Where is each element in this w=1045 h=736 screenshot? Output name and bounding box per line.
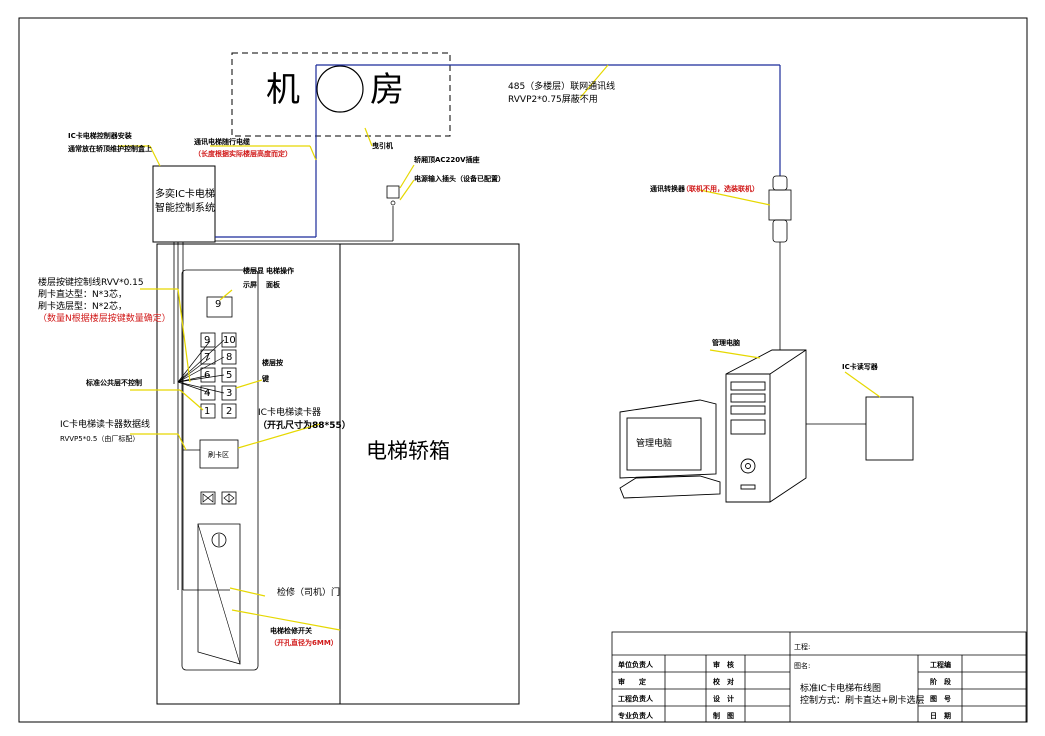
tb-mid-row-1: 审 核: [713, 661, 734, 669]
controller-line1: 多奕IC卡电梯: [155, 189, 215, 200]
shaft-left: [156, 243, 341, 705]
tb-right-row-3: 图 号: [930, 695, 951, 703]
service-switch-icon: [211, 532, 227, 548]
pc-tower-icon: [725, 349, 807, 503]
machine-room-left: 机: [266, 70, 300, 110]
ann-floor-display-1: 楼层显: [243, 267, 264, 275]
ann-service-switch-1: 电梯检修开关: [270, 627, 312, 635]
button-8: 8: [226, 352, 233, 363]
power-wire: [215, 206, 394, 242]
floor-display-box: [206, 296, 233, 318]
ann-mgmt-pc: 管理电脑: [712, 339, 740, 347]
machine-room-box: [231, 52, 451, 137]
ann-rs485-1: 485（多楼层）联网通讯线: [508, 82, 616, 92]
card-writer-box: [865, 396, 914, 461]
button-4: 4: [204, 388, 211, 399]
door-close-button: [200, 491, 216, 505]
operation-panel: [181, 269, 259, 671]
ann-floor-key-1: 楼层按键控制线RVV*0.15: [38, 278, 144, 288]
page-frame: [18, 17, 1028, 723]
elevator-car-label: 电梯轿箱: [366, 439, 450, 463]
ann-service-door: 检修（司机）门: [277, 588, 341, 598]
ann-power-2: 电源输入插头（设备已配置）: [414, 175, 505, 183]
ann-traction: 曳引机: [372, 142, 393, 150]
controller-line2: 智能控制系统: [155, 203, 215, 214]
pc-screen-label: 管理电脑: [636, 439, 673, 449]
ann-operation-panel-2: 面板: [266, 281, 280, 289]
power-socket-icon: [386, 185, 400, 199]
ann-reader-cable-2: RVVP5*0.5（由厂标配）: [60, 435, 140, 443]
button-6: 6: [204, 370, 211, 381]
ann-floor-key-4: （数量N根据楼层按键数量确定）: [38, 314, 171, 324]
tb-left-row-2: 审 定: [618, 678, 646, 686]
ann-floor-key-2: 刷卡直达型：N*3芯，: [38, 290, 127, 300]
tb-project: 工程:: [794, 643, 811, 651]
ann-standard-public: 标准公共层不控制: [86, 379, 142, 387]
ann-controller-install-1: IC卡电梯控制器安装: [68, 132, 132, 140]
ann-power-1: 轿厢顶AC220V插座: [414, 156, 480, 164]
ann-card-writer: IC卡读写器: [842, 363, 878, 371]
button-3: 3: [226, 388, 233, 399]
ann-reader-2: （开孔尺寸为88*55）: [258, 421, 351, 431]
machine-room-right: 房: [370, 70, 404, 110]
ann-operation-panel-1: 电梯操作: [266, 267, 294, 275]
ann-floor-buttons-1: 楼层按: [262, 359, 283, 367]
tb-right-row-1: 工程编: [930, 661, 951, 669]
title-block: [611, 631, 1027, 723]
tb-mid-row-3: 设 计: [713, 695, 734, 703]
tb-left-row-1: 单位负责人: [618, 661, 653, 669]
tb-left-row-4: 专业负责人: [618, 712, 653, 720]
elevator-car-box: [339, 243, 520, 705]
tb-mid-row-4: 制 图: [713, 712, 734, 720]
tb-mid-row-2: 校 对: [713, 678, 734, 686]
button-7: 7: [204, 352, 211, 363]
ann-travel-cable-2: （长度根据实际楼层高度而定）: [194, 150, 292, 158]
button-5: 5: [226, 370, 233, 381]
ann-service-switch-2: （开孔直径为6MM）: [270, 639, 338, 647]
tb-left-row-3: 工程负责人: [618, 695, 653, 703]
button-9: 9: [204, 335, 211, 346]
controller-wires: [173, 242, 230, 591]
ann-travel-cable-1: 通讯电梯随行电缆: [194, 138, 250, 146]
ann-rs485-2: RVVP2*0.75屏蔽不用: [508, 95, 598, 105]
monitor-icon: [619, 399, 721, 499]
button-2: 2: [226, 406, 233, 417]
tb-control-mode: 控制方式：刷卡直达+刷卡选层: [800, 696, 925, 706]
leader-lines: [118, 64, 881, 631]
controller-box: [152, 165, 216, 243]
ann-reader-cable-1: IC卡电梯读卡器数据线: [60, 420, 150, 430]
blue-cable: [215, 64, 781, 238]
ann-converter-1: 通讯转换器: [650, 185, 685, 193]
card-reader-box: [199, 439, 239, 469]
ann-floor-key-3: 刷卡选层型：N*2芯，: [38, 302, 127, 312]
button-10: 10: [223, 335, 236, 346]
traction-machine-circle: [316, 65, 364, 113]
ann-reader-1: IC卡电梯读卡器: [258, 408, 321, 418]
button-1: 1: [204, 406, 211, 417]
door-open-button: [221, 491, 237, 505]
ann-floor-buttons-2: 键: [262, 375, 269, 383]
tb-right-row-2: 阶 段: [930, 678, 951, 686]
tb-drawing-name-label: 图名:: [794, 662, 811, 670]
ann-controller-install-2: 通常放在轿顶维护控制盒上: [68, 145, 152, 153]
ann-converter-2: （联机不用，选装联机）: [682, 185, 759, 193]
tb-drawing-title: 标准IC卡电梯布线图: [800, 684, 881, 694]
power-plug-icon: [390, 200, 396, 206]
ann-floor-display-2: 示屏: [243, 281, 257, 289]
floor-key-wires: [177, 339, 225, 394]
floor-display-value: 9: [215, 299, 222, 310]
card-reader-box-label: 刷卡区: [208, 451, 229, 459]
tb-right-row-4: 日 期: [930, 712, 951, 720]
